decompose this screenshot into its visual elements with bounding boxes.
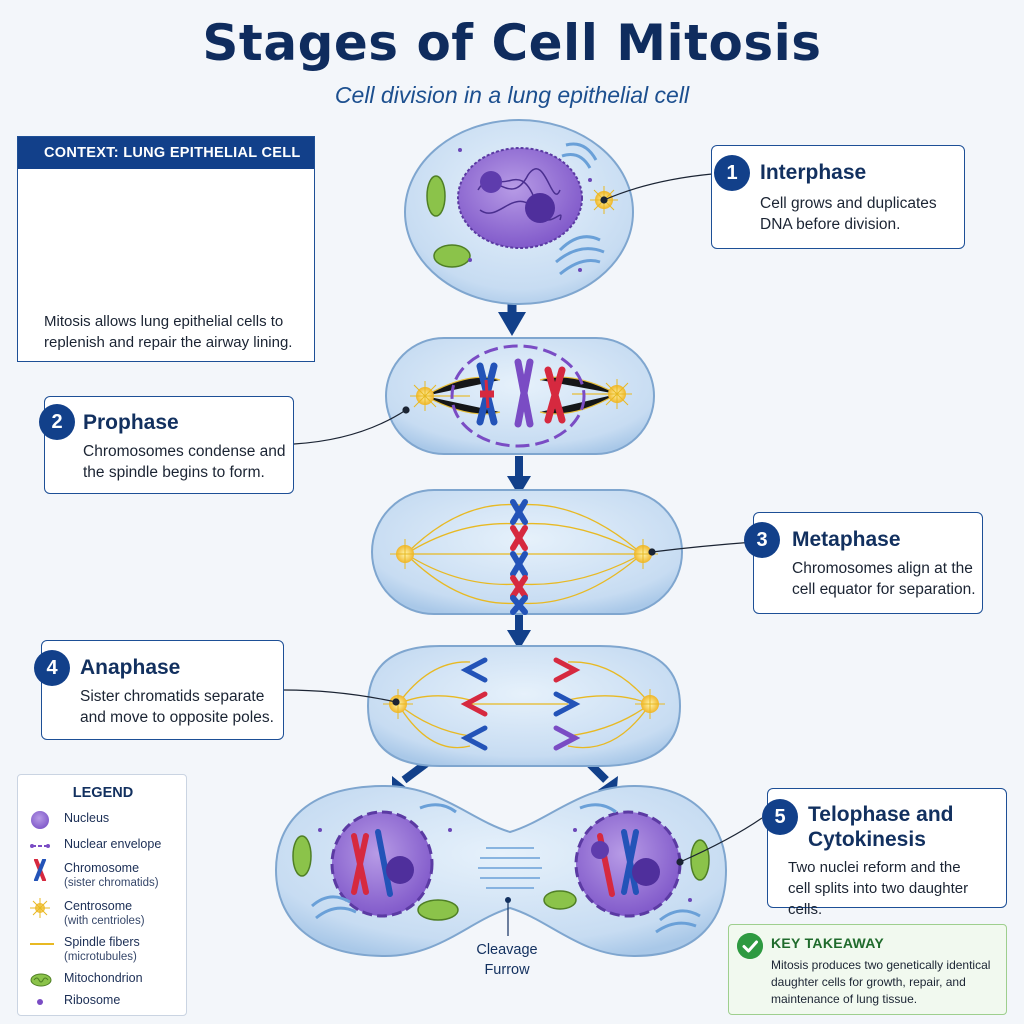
centrosome-icon (30, 898, 50, 918)
leader-lines (283, 173, 763, 866)
stage-name: Interphase (760, 161, 867, 184)
cell-metaphase (371, 489, 683, 615)
chromosome-icon (510, 499, 528, 615)
stage-name: Prophase (83, 411, 179, 434)
stage-number-badge: 2 (39, 404, 75, 440)
stage-number-badge: 3 (744, 522, 780, 558)
stage-box-prophase: 2 Prophase Chromosomes condense and the … (39, 396, 294, 494)
stage-box-anaphase: 4 Anaphase Sister chromatids separate an… (34, 640, 284, 740)
stage-box-telophase: 5 Telophase and Cytokinesis Two nuclei r… (762, 788, 1007, 918)
page-title: Stages of Cell Mitosis (202, 14, 822, 72)
stage-number-badge: 4 (34, 650, 70, 686)
stage-description: Sister chromatids separate and move to o… (80, 688, 274, 726)
context-text: Mitosis allows lung epithelial cells to … (44, 313, 293, 351)
ribosome-icon (37, 999, 43, 1005)
nucleus-icon (31, 811, 49, 829)
key-takeaway-heading: KEY TAKEAWAY (771, 935, 885, 951)
chromosome-icon (476, 358, 566, 428)
stage-box-metaphase: 3 Metaphase Chromosomes align at the cel… (744, 512, 983, 614)
stage-number-badge: 5 (762, 799, 798, 835)
stage-box-interphase: 1 Interphase Cell grows and duplicates D… (711, 145, 965, 249)
stage-name: Metaphase (792, 528, 901, 551)
stage-description: Two nuclei reform and the cell splits in… (788, 859, 969, 918)
context-heading: CONTEXT: LUNG EPITHELIAL CELL (18, 137, 314, 169)
legend-heading: LEGEND (72, 785, 134, 801)
chromosome-icon (460, 657, 581, 751)
context-panel: CONTEXT: LUNG EPITHELIAL CELL Mitosis al… (17, 136, 315, 362)
checkmark-icon (737, 933, 763, 959)
cell-telophase (274, 784, 728, 958)
key-takeaway-panel: KEY TAKEAWAY Mitosis produces two geneti… (728, 924, 1007, 1015)
stage-description: Chromosomes condense and the spindle beg… (83, 443, 286, 481)
stage-description: Chromosomes align at the cell equator fo… (792, 560, 976, 598)
page-subtitle: Cell division in a lung epithelial cell (334, 82, 690, 108)
chromosome-icon (34, 859, 46, 881)
cell-prophase (385, 337, 655, 455)
centrosome-icon (410, 379, 632, 411)
stage-description: Cell grows and duplicates DNA before div… (760, 195, 937, 233)
cell-interphase (404, 119, 634, 305)
mitochondrion-icon (30, 973, 52, 987)
stage-number-badge: 1 (714, 155, 750, 191)
spindle-fiber-icon (30, 943, 54, 945)
legend-panel: LEGEND Nucleus Nuclear envelope Chromoso… (17, 774, 187, 1016)
nuclear-envelope-icon (30, 844, 50, 848)
key-takeaway-text: Mitosis produces two genetically identic… (771, 958, 991, 1006)
stage-name: Telophase and Cytokinesis (808, 803, 954, 851)
cell-anaphase (366, 645, 682, 767)
stage-name: Anaphase (80, 656, 181, 679)
cleavage-furrow-label: Cleavage Furrow (476, 942, 538, 978)
centrosome-icon (390, 539, 658, 569)
